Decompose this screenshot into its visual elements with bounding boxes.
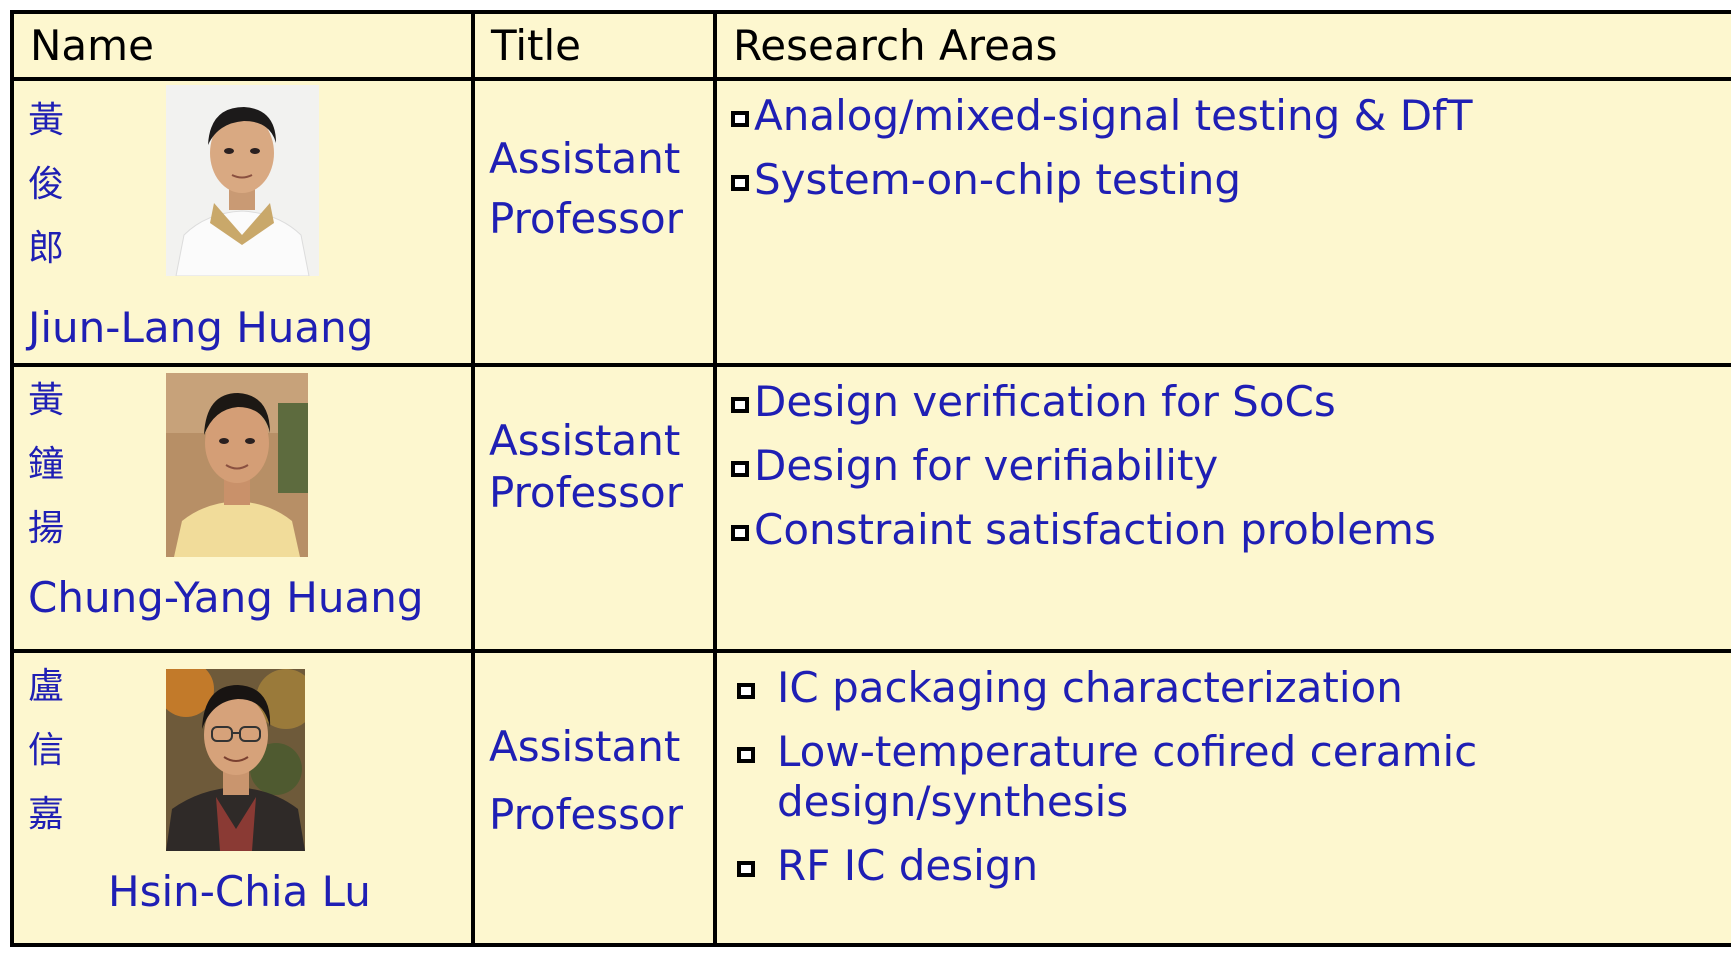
english-name: Hsin-Chia Lu — [108, 867, 371, 916]
english-name: Jiun-Lang Huang — [28, 303, 374, 352]
chinese-name-char: 盧 — [28, 666, 65, 707]
square-bullet-icon — [737, 747, 755, 763]
research-area-text: Constraint satisfaction problems — [754, 505, 1436, 554]
header-name: Name — [10, 10, 475, 81]
table-header-row: Name Title Research Areas — [10, 10, 1731, 81]
name-cell: 黃 俊 郎 Jiun-Lang Hua — [10, 77, 475, 367]
title-line: Professor — [489, 790, 683, 839]
title-line: Professor — [489, 468, 683, 517]
research-area-text: RF IC design — [777, 841, 1039, 890]
research-areas-cell: IC packaging characterization Low-temper… — [713, 649, 1731, 947]
table-row: 黃 鐘 揚 — [10, 363, 1731, 653]
research-area-text: IC packaging characterization — [777, 663, 1403, 712]
research-area-item: RF IC design — [731, 841, 1731, 891]
square-bullet-icon — [737, 683, 755, 699]
header-title: Title — [471, 10, 717, 81]
name-cell: 黃 鐘 揚 — [10, 363, 475, 653]
research-areas-cell: Design verification for SoCs Design for … — [713, 363, 1731, 653]
research-area-item: System-on-chip testing — [731, 155, 1731, 205]
research-area-item: Design verification for SoCs — [731, 377, 1731, 427]
chinese-name-char: 揚 — [28, 508, 65, 549]
chinese-name-char: 黃 — [28, 380, 65, 421]
title-line: Assistant — [489, 416, 681, 465]
chinese-name-char: 俊 — [28, 164, 65, 205]
chinese-name-char: 信 — [28, 730, 65, 771]
square-bullet-icon — [731, 175, 749, 191]
title-line: Assistant — [489, 722, 681, 771]
portrait-photo — [166, 373, 308, 557]
square-bullet-icon — [731, 461, 749, 477]
research-area-text: Design verification for SoCs — [754, 377, 1336, 426]
research-area-text: System-on-chip testing — [754, 155, 1242, 204]
chinese-name-char: 嘉 — [28, 794, 65, 835]
faculty-table: Name Title Research Areas 黃 俊 郎 — [10, 10, 1731, 947]
research-area-text: Low-temperature cofired ceramic design/s… — [777, 727, 1478, 826]
research-areas-cell: Analog/mixed-signal testing & DfT System… — [713, 77, 1731, 367]
research-area-text: Design for verifiability — [754, 441, 1219, 490]
chinese-name-char: 郎 — [28, 228, 65, 269]
research-area-item: Constraint satisfaction problems — [731, 505, 1731, 555]
title-cell: Assistant Professor — [471, 363, 717, 653]
header-research-areas: Research Areas — [713, 10, 1731, 81]
square-bullet-icon — [731, 397, 749, 413]
title-cell: Assistant Professor — [471, 77, 717, 367]
research-area-item: IC packaging characterization — [731, 663, 1731, 713]
title-cell: Assistant Professor — [471, 649, 717, 947]
portrait-photo — [166, 669, 305, 851]
research-area-item: Analog/mixed-signal testing & DfT — [731, 91, 1731, 141]
square-bullet-icon — [731, 525, 749, 541]
table-row: 盧 信 嘉 — [10, 649, 1731, 947]
research-area-item: Low-temperature cofired ceramic design/s… — [731, 727, 1731, 827]
table-row: 黃 俊 郎 Jiun-Lang Hua — [10, 77, 1731, 367]
square-bullet-icon — [731, 111, 749, 127]
portrait-photo — [166, 85, 319, 276]
square-bullet-icon — [737, 861, 755, 877]
research-area-item: Design for verifiability — [731, 441, 1731, 491]
title-line: Assistant — [489, 134, 681, 183]
chinese-name-char: 鐘 — [28, 444, 65, 485]
english-name: Chung-Yang Huang — [28, 573, 424, 622]
name-cell: 盧 信 嘉 — [10, 649, 475, 947]
research-area-text: Analog/mixed-signal testing & DfT — [754, 91, 1473, 140]
chinese-name-char: 黃 — [28, 100, 65, 141]
title-line: Professor — [489, 194, 683, 243]
